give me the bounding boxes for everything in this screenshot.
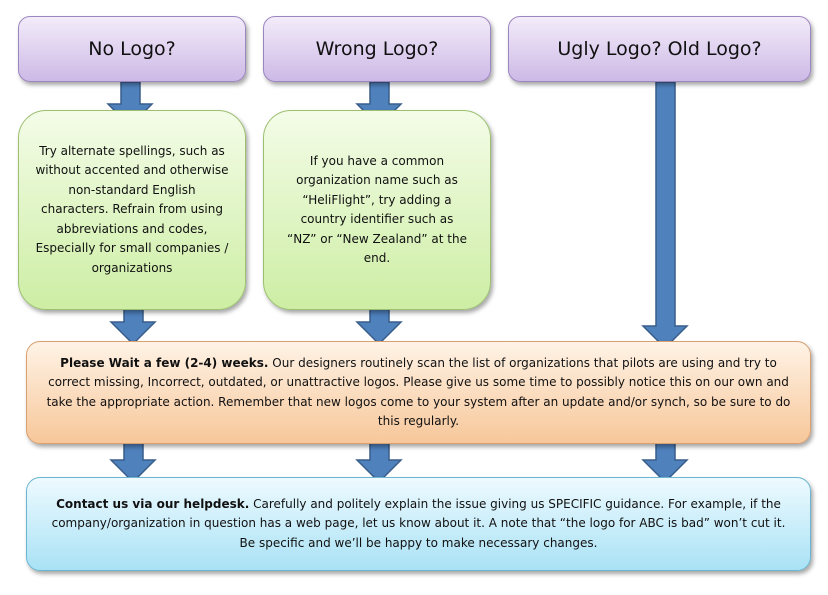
ugly-logo-box: Ugly Logo? Old Logo? bbox=[508, 16, 811, 82]
wait-text: Please Wait a few (2-4) weeks. Our desig… bbox=[27, 354, 810, 432]
wait-body: Our designers routinely scan the list of… bbox=[46, 355, 791, 429]
contact-body: Carefully and politely explain the issue… bbox=[51, 496, 786, 550]
no-logo-label: No Logo? bbox=[88, 38, 176, 60]
no-logo-tip-box: Try alternate spellings, such as without… bbox=[18, 110, 246, 310]
arrow-wait-to-contact-right bbox=[641, 437, 689, 484]
wait-lead: Please Wait a few (2-4) weeks. bbox=[60, 355, 269, 370]
contact-text: Contact us via our helpdesk. Carefully a… bbox=[27, 495, 810, 554]
wrong-logo-label: Wrong Logo? bbox=[315, 38, 439, 60]
wait-box: Please Wait a few (2-4) weeks. Our desig… bbox=[26, 341, 811, 444]
wrong-logo-tip-box: If you have a common organization name s… bbox=[263, 110, 491, 310]
contact-box: Contact us via our helpdesk. Carefully a… bbox=[26, 477, 811, 571]
wrong-logo-box: Wrong Logo? bbox=[263, 16, 491, 82]
arrow-wait-to-contact-middle bbox=[355, 437, 403, 484]
arrow-uglylogo-to-wait bbox=[641, 81, 689, 350]
arrow-wait-to-contact-left bbox=[109, 437, 157, 484]
ugly-logo-label: Ugly Logo? Old Logo? bbox=[557, 38, 762, 60]
no-logo-box: No Logo? bbox=[18, 16, 246, 82]
no-logo-tip-text: Try alternate spellings, such as without… bbox=[35, 143, 229, 275]
wrong-logo-tip-text: If you have a common organization name s… bbox=[287, 153, 467, 266]
contact-lead: Contact us via our helpdesk. bbox=[56, 496, 250, 511]
